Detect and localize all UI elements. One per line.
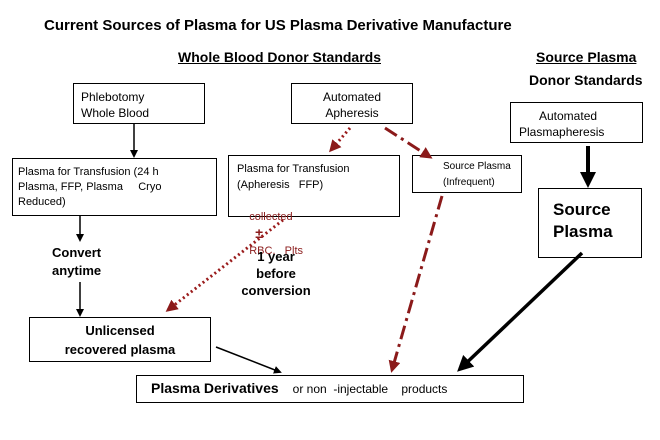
box-line: recovered plasma — [64, 342, 176, 357]
plus-minus-symbol: ± — [255, 225, 263, 241]
box-line: Plasma for Transfusion — [237, 163, 350, 175]
diagram-title: Current Sources of Plasma for US Plasma … — [44, 17, 512, 34]
box-line: Whole Blood — [81, 106, 150, 120]
box-line-collected: collected ± RBC, Plts — [237, 193, 395, 275]
automated-apheresis-box: Automated Apheresis — [291, 83, 413, 124]
box-line: Phlebotomy — [81, 90, 145, 104]
unlicensed-recovered-plasma-box: Unlicensed recovered plasma — [29, 317, 211, 362]
box-line: Plasmapheresis — [519, 125, 605, 139]
arrow-apheresis-to-transfusion-apheresis — [329, 127, 352, 153]
non-injectable-products-text: or non -injectable products — [292, 382, 448, 396]
box-line: Plasma, FFP, Plasma Cryo — [18, 181, 162, 193]
phlebotomy-whole-blood-box: Phlebotomy Whole Blood — [73, 83, 205, 124]
label-line: before — [256, 266, 296, 281]
arrow-transfusion-apheresis-to-unlicensed — [165, 218, 284, 312]
box-line: Reduced) — [18, 196, 66, 208]
label-line: Convert — [52, 245, 102, 260]
automated-plasmapheresis-box: Automated Plasmapheresis — [510, 102, 643, 143]
plasma-derivatives-text: Plasma Derivatives — [151, 380, 279, 396]
label-line: conversion — [241, 283, 311, 298]
box-line: Source — [553, 200, 611, 219]
box-line: Automated — [322, 90, 382, 104]
rbc-plts-text: RBC, Plts — [249, 245, 304, 257]
plasma-for-transfusion-box: Plasma for Transfusion (24 h Plasma, FFP… — [12, 158, 217, 216]
source-plasma-infrequent-box: Source Plasma (Infrequent) — [412, 155, 522, 193]
box-line: (Infrequent) — [443, 177, 495, 188]
convert-anytime-label: Convert anytime — [52, 244, 101, 280]
arrow-unlicensed-to-derivatives — [215, 346, 282, 374]
source-plasma-standards-header-line2: Donor Standards — [529, 72, 643, 88]
plasma-derivatives-box: Plasma Derivatives or non -injectable pro… — [136, 375, 524, 403]
source-plasma-box: Source Plasma — [538, 188, 642, 258]
arrow-source-to-derivatives — [457, 251, 584, 372]
arrow-source-infrequent-to-derivatives — [388, 195, 444, 373]
one-year-before-conversion-label: 1 year before conversion — [238, 248, 314, 299]
box-line: Plasma — [553, 222, 613, 241]
box-line: Source Plasma — [443, 161, 511, 172]
label-line: 1 year — [257, 249, 295, 264]
box-line: Apheresis — [325, 106, 379, 120]
box-line: Plasma for Transfusion (24 h — [18, 166, 159, 178]
source-plasma-standards-header-line1: Source Plasma — [536, 49, 637, 65]
box-line: Automated — [539, 109, 598, 123]
arrow-apheresis-to-source-infrequent — [384, 126, 433, 159]
label-line: anytime — [52, 263, 102, 278]
whole-blood-standards-header: Whole Blood Donor Standards — [178, 49, 381, 65]
plasma-for-transfusion-apheresis-box: Plasma for Transfusion (Apheresis FFP) c… — [228, 155, 400, 257]
box-line: (Apheresis FFP) — [237, 179, 324, 191]
box-line: Unlicensed — [85, 323, 155, 338]
